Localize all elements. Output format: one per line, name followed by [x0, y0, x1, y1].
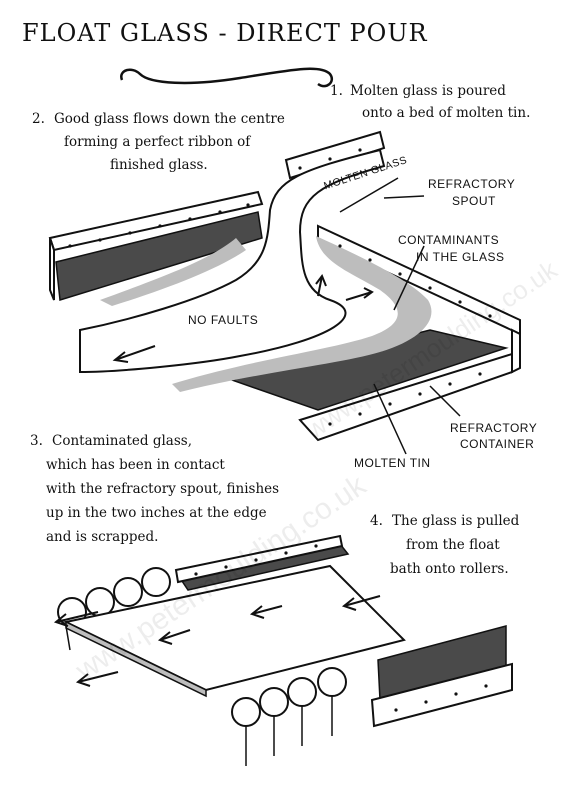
flow-arrows-lower [53, 595, 381, 687]
molten-tin-back [55, 211, 263, 301]
spout-walls [284, 130, 386, 180]
label-refractory-container-1: REFRACTORY [450, 421, 538, 435]
label-no-faults: NO FAULTS [188, 313, 259, 327]
step-2-line-2: forming a perfect ribbon of [64, 134, 251, 150]
label-refractory-container-2: CONTAINER [460, 437, 535, 451]
page-title: FLOAT GLASS - DIRECT POUR [22, 19, 428, 47]
label-refractory-spout-1: REFRACTORY [428, 177, 516, 191]
lower-right-wall [370, 662, 513, 728]
step-1-line-1: Molten glass is poured [350, 83, 506, 99]
step-1-line-2: onto a bed of molten tin. [362, 105, 531, 121]
step-2-line-3: finished glass. [110, 157, 208, 173]
lower-back-wall [174, 534, 344, 584]
contaminated-glass [172, 236, 432, 392]
label-contaminants-2: IN THE GLASS [416, 250, 505, 264]
rivets-upper [68, 148, 492, 426]
glass-ribbon [79, 148, 386, 374]
front-wall-end [511, 328, 521, 374]
rollers-front [231, 667, 347, 727]
label-contaminants-1: CONTAMINANTS [398, 233, 500, 247]
step-3-line-3: with the refractory spout, finishes [46, 481, 280, 497]
label-molten-tin: MOLTEN TIN [354, 456, 431, 470]
step-1-number: 1. [330, 83, 343, 99]
label-refractory-spout-2: SPOUT [452, 194, 496, 208]
step-2-number: 2. [32, 111, 45, 127]
step-3-number: 3. [30, 433, 43, 449]
leader-lines [339, 177, 461, 455]
step-3-line-5: and is scrapped. [46, 529, 159, 545]
step-4-line-3: bath onto rollers. [390, 561, 509, 577]
roller-axles [65, 625, 333, 766]
step-4-number: 4. [370, 513, 383, 529]
step-2-line-1: Good glass flows down the centre [54, 111, 285, 127]
step-3-line-4: up in the two inches at the edge [46, 505, 267, 521]
step-4-line-1: The glass is pulled [392, 513, 520, 529]
step-3-line-2: which has been in contact [46, 457, 225, 473]
title-flourish [120, 67, 334, 88]
step-3-line-1: Contaminated glass, [52, 433, 192, 449]
left-wall-face [49, 237, 55, 301]
rivets-lower [194, 544, 488, 712]
flow-arrows-upper [112, 273, 374, 363]
contaminated-left [100, 238, 246, 306]
step-4-line-2: from the float [406, 537, 500, 553]
